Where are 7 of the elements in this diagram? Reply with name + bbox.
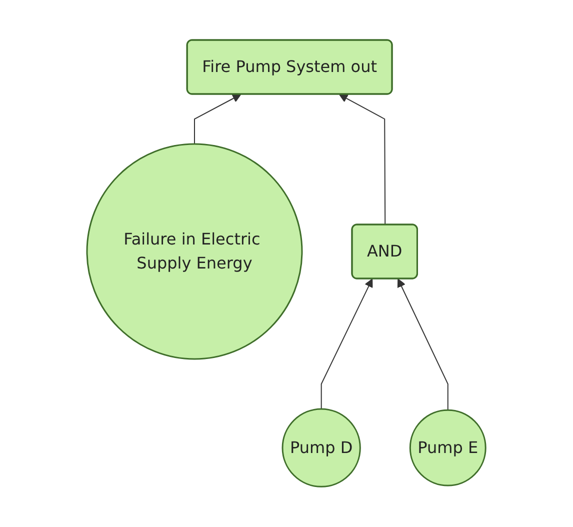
node-circle: Pump E <box>410 410 487 486</box>
arrow <box>194 94 242 145</box>
node-circle: Pump D <box>282 408 362 488</box>
arrow <box>398 278 449 411</box>
node-circle: Failure in Electric Supply Energy <box>86 143 303 360</box>
arrow <box>339 94 386 226</box>
arrow <box>321 278 373 410</box>
